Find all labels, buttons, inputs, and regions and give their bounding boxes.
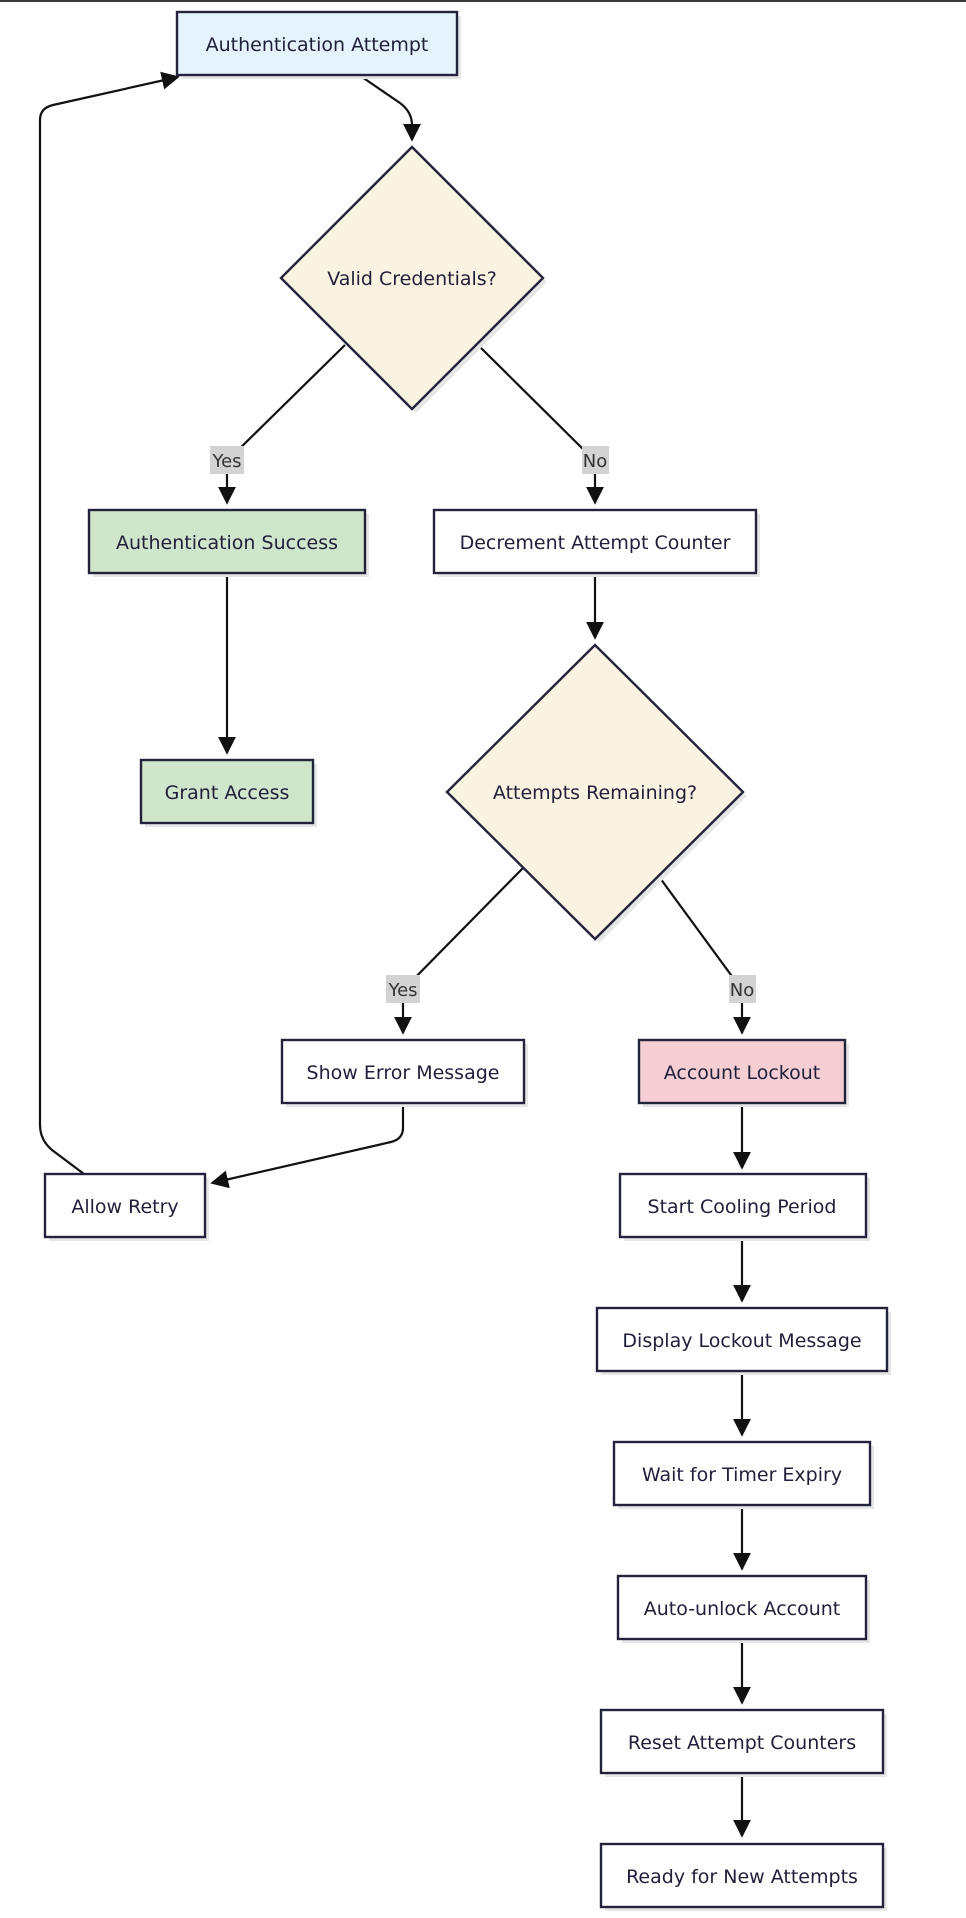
decision-attempts-remaining: Attempts Remaining? [445,643,747,943]
edge-remaining-no [659,877,751,1035]
edge-label-valid-no-text: No [583,451,607,472]
node-auto-unlock-account: Auto-unlock Account [616,1574,870,1643]
edge-valid-yes [218,344,346,505]
node-authentication-success: Authentication Success [87,508,369,577]
edge-label-valid-no: No [582,446,609,474]
node-wait-for-timer-expiry: Wait for Timer Expiry [612,1440,874,1509]
edge-remaining-yes [394,867,524,1035]
node-allow-retry-label: Allow Retry [71,1196,178,1218]
node-start-cooling-period-label: Start Cooling Period [648,1196,837,1218]
node-reset-attempt-counters-label: Reset Attempt Counters [628,1732,856,1754]
node-account-lockout-label: Account Lockout [664,1062,821,1084]
node-start-cooling-period: Start Cooling Period [618,1172,870,1241]
node-display-lockout-message-label: Display Lockout Message [622,1330,861,1352]
node-ready-for-new-attempts-label: Ready for New Attempts [626,1866,858,1888]
node-decrement-attempt-counter: Decrement Attempt Counter [432,508,760,577]
edge-label-remaining-yes-text: Yes [387,980,417,1001]
node-auto-unlock-account-label: Auto-unlock Account [644,1598,841,1620]
decision-valid-credentials-label: Valid Credentials? [327,268,497,290]
node-authentication-attempt-label: Authentication Attempt [206,34,429,56]
node-show-error-message-label: Show Error Message [307,1062,500,1084]
node-account-lockout: Account Lockout [637,1038,849,1107]
node-ready-for-new-attempts: Ready for New Attempts [599,1842,887,1911]
decision-valid-credentials: Valid Credentials? [279,145,547,413]
edge-valid-no [477,344,604,505]
edge-label-remaining-no: No [729,975,756,1003]
node-wait-for-timer-expiry-label: Wait for Timer Expiry [642,1464,842,1486]
edge-retry-to-attempt [38,71,180,1175]
nodes: Authentication Attempt Valid Credentials… [43,10,891,1911]
decision-attempts-remaining-label: Attempts Remaining? [493,782,697,804]
edge-labels: Yes No Yes No [210,446,756,1003]
top-border-line [0,0,966,2]
node-show-error-message: Show Error Message [280,1038,528,1107]
edge-error-to-retry [210,1105,405,1189]
node-display-lockout-message: Display Lockout Message [595,1306,891,1375]
node-grant-access-label: Grant Access [165,782,290,804]
edge-label-remaining-no-text: No [730,980,754,1001]
node-grant-access: Grant Access [139,758,317,827]
edge-label-valid-yes: Yes [210,446,244,474]
node-allow-retry: Allow Retry [43,1172,209,1241]
edge-label-valid-yes-text: Yes [211,451,241,472]
node-authentication-attempt: Authentication Attempt [175,10,461,79]
edge-attempt-to-valid [361,76,421,142]
edge-label-remaining-yes: Yes [386,975,420,1003]
node-decrement-attempt-counter-label: Decrement Attempt Counter [460,532,731,554]
node-authentication-success-label: Authentication Success [116,532,338,554]
edges [38,71,751,1838]
node-reset-attempt-counters: Reset Attempt Counters [599,1708,887,1777]
